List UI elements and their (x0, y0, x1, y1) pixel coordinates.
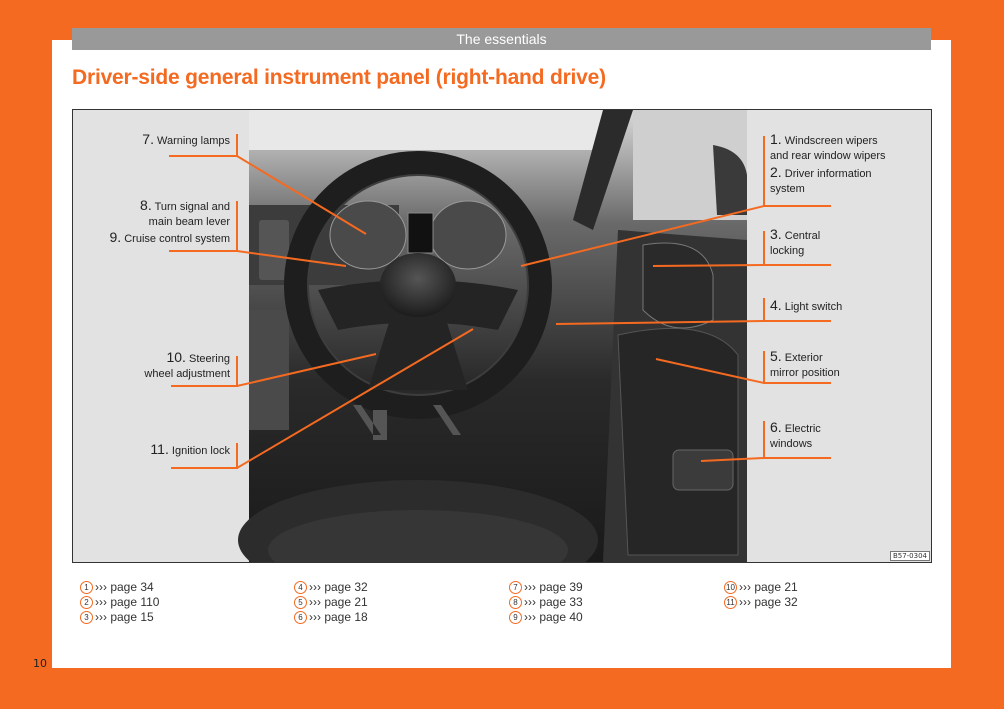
callout-lines (169, 134, 831, 469)
reference-column-4: 10››› page 21 11››› page 32 (724, 580, 798, 610)
reference-column-2: 4››› page 32 5››› page 21 6››› page 18 (294, 580, 368, 625)
reference-column-1: 1››› page 34 2››› page 110 3››› page 15 (80, 580, 159, 625)
reference-link[interactable]: 1››› page 34 (80, 580, 159, 595)
callout-light-switch: 4. Light switch (770, 297, 843, 314)
callout-cruise-control: 9. Cruise control system (109, 229, 230, 246)
reference-link[interactable]: 6››› page 18 (294, 610, 368, 625)
reference-link[interactable]: 8››› page 33 (509, 595, 583, 610)
figure-code: B57-0304 (889, 551, 930, 561)
reference-link[interactable]: 4››› page 32 (294, 580, 368, 595)
reference-link[interactable]: 5››› page 21 (294, 595, 368, 610)
reference-link[interactable]: 11››› page 32 (724, 595, 798, 610)
page-number: 10 (33, 657, 47, 670)
reference-link[interactable]: 7››› page 39 (509, 580, 583, 595)
reference-link[interactable]: 2››› page 110 (80, 595, 159, 610)
section-header: The essentials (72, 28, 931, 50)
page-title: Driver-side general instrument panel (ri… (72, 66, 606, 89)
reference-link[interactable]: 10››› page 21 (724, 580, 798, 595)
callout-ignition-lock: 11. Ignition lock (150, 441, 230, 458)
reference-link[interactable]: 3››› page 15 (80, 610, 159, 625)
reference-column-3: 7››› page 39 8››› page 33 9››› page 40 (509, 580, 583, 625)
dashboard-photo (169, 110, 831, 562)
callout-warning-lamps: 7. Warning lamps (142, 131, 230, 148)
reference-link[interactable]: 9››› page 40 (509, 610, 583, 625)
